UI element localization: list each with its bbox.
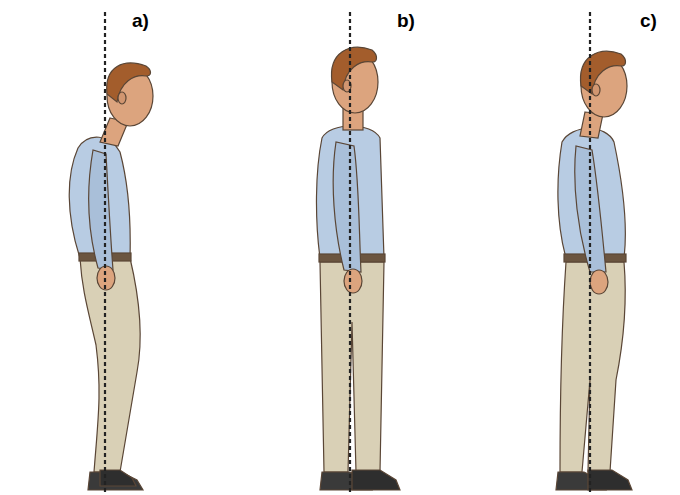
upright-figure — [316, 47, 400, 490]
plumb-lines — [105, 12, 590, 495]
plumb-line — [104, 12, 106, 495]
panel-label: b) — [397, 10, 415, 32]
slouched-figure — [69, 63, 153, 490]
plumb-line — [349, 12, 351, 495]
swayback-figure — [556, 51, 632, 490]
panel-label: a) — [132, 10, 149, 32]
plumb-line — [589, 12, 591, 495]
panel-label: c) — [640, 10, 657, 32]
